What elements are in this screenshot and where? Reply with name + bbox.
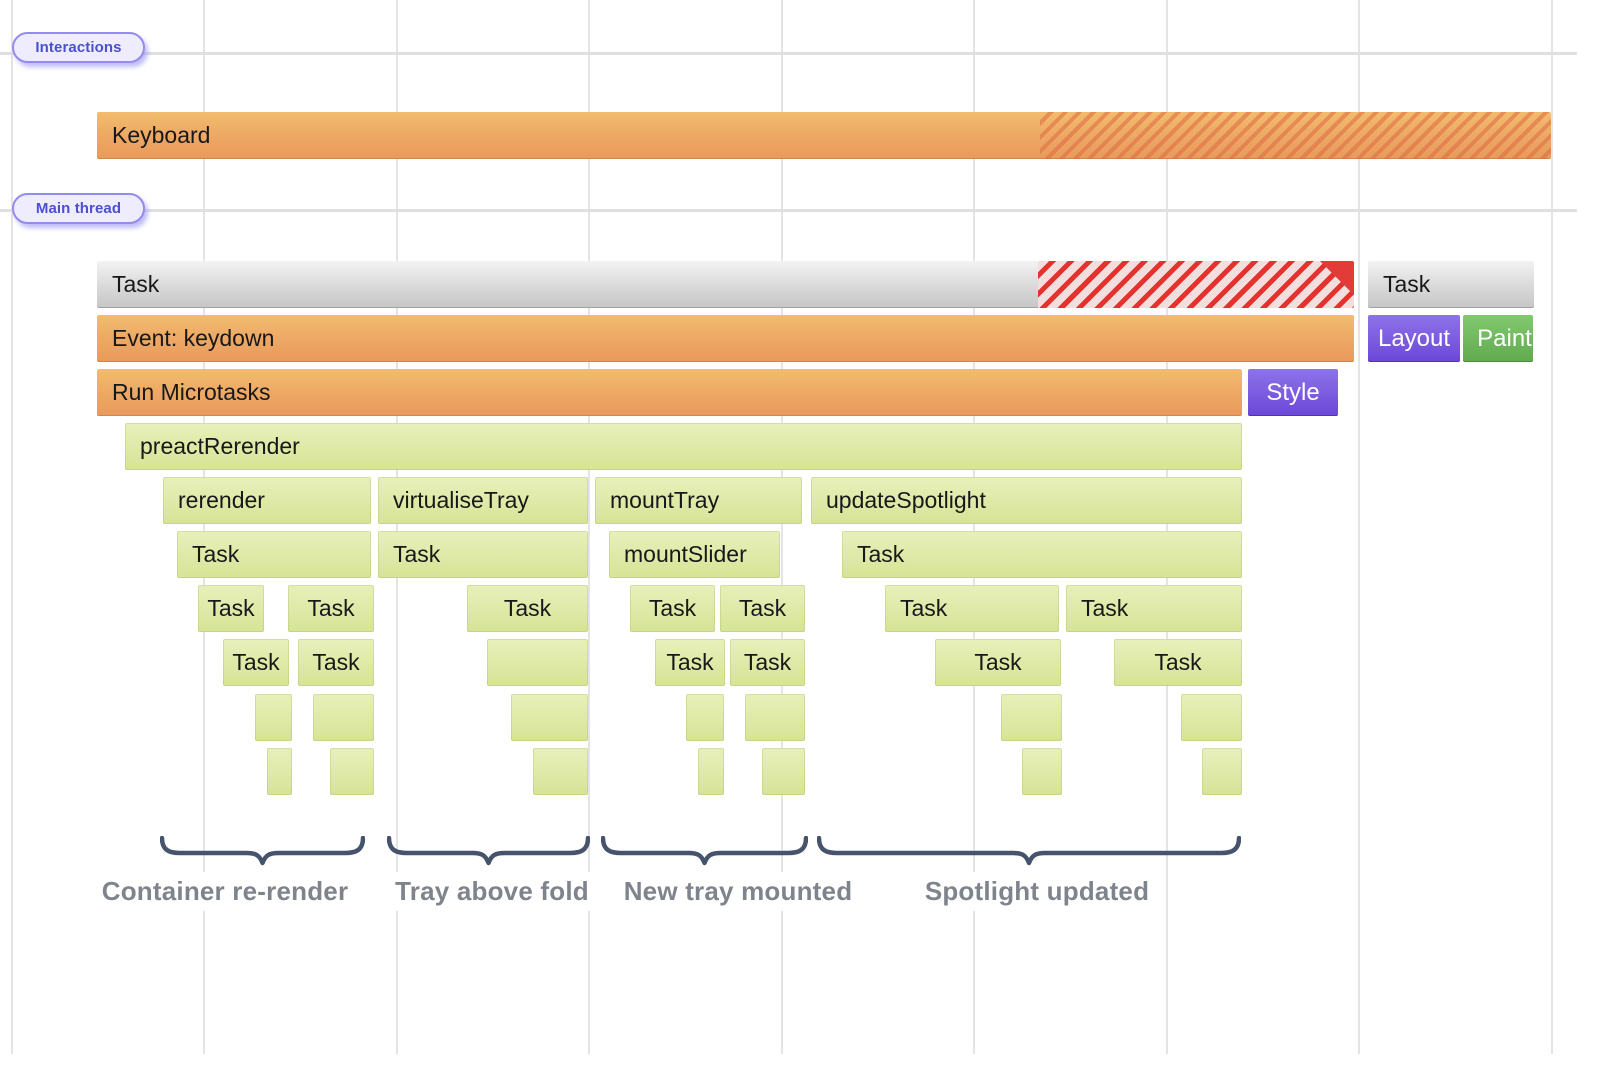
bar-label: Task: [1383, 271, 1431, 297]
bar-label: updateSpotlight: [826, 487, 986, 513]
flame-bar-unlabeled[interactable]: [267, 748, 292, 795]
flame-bar-task[interactable]: Task: [1066, 585, 1242, 632]
bar-label: virtualiseTray: [393, 487, 529, 513]
bar-label: Task: [312, 649, 360, 675]
gridline-vertical: [1166, 0, 1168, 1054]
gridline-horizontal: [0, 209, 1577, 212]
flame-bar-task[interactable]: Task: [177, 531, 371, 578]
flame-bar-unlabeled[interactable]: [255, 694, 292, 741]
flame-bar-task[interactable]: Task: [935, 639, 1061, 686]
flame-bar-task[interactable]: Task: [198, 585, 264, 632]
bar-label: rerender: [178, 487, 265, 513]
flame-bar-unlabeled[interactable]: [686, 694, 724, 741]
bar-label: Task: [738, 595, 787, 621]
flame-bar-task[interactable]: Task: [630, 585, 715, 632]
gridline-vertical: [588, 0, 590, 1054]
annotation-label: Tray above fold: [385, 872, 599, 911]
flame-bar-task[interactable]: Task: [467, 585, 588, 632]
flame-bar-unlabeled[interactable]: [511, 694, 588, 741]
bar-label: Event: keydown: [112, 325, 275, 351]
bar-label: Task: [393, 541, 441, 567]
flame-bar-unlabeled[interactable]: [698, 748, 724, 795]
bar-label: Task: [307, 595, 355, 621]
flame-bar-run-microtasks[interactable]: Run Microtasks: [97, 369, 1242, 416]
flame-bar-task[interactable]: Task: [730, 639, 805, 686]
flame-bar-task[interactable]: Task: [298, 639, 374, 686]
gridline-vertical: [1551, 0, 1553, 1054]
gridline-vertical: [11, 0, 13, 1054]
bar-label: Task: [1154, 649, 1202, 675]
flame-bar-task[interactable]: Task: [378, 531, 588, 578]
flame-bar-event-keydown[interactable]: Event: keydown: [97, 315, 1354, 362]
flame-bar-task[interactable]: Task: [288, 585, 374, 632]
flame-bar-unlabeled[interactable]: [487, 639, 588, 686]
gridline-vertical: [973, 0, 975, 1054]
flame-bar-task[interactable]: Task: [842, 531, 1242, 578]
track-label-interactions[interactable]: Interactions: [12, 32, 145, 63]
bar-label: Task: [192, 541, 240, 567]
flame-bar-unlabeled[interactable]: [533, 748, 588, 795]
bar-label: Task: [207, 595, 255, 621]
flame-bar-task[interactable]: Task: [1114, 639, 1242, 686]
flame-bar-task[interactable]: Task: [1368, 261, 1534, 308]
flame-bar-virtualisetray[interactable]: virtualiseTray: [378, 477, 588, 524]
bar-label: Task: [974, 649, 1022, 675]
flame-bar-style[interactable]: Style: [1248, 369, 1338, 416]
gridline-vertical: [203, 0, 205, 1054]
overrun-hatch-overlay: [1038, 261, 1354, 308]
flame-bar-task[interactable]: Task: [223, 639, 289, 686]
flame-bar-task[interactable]: Task: [720, 585, 805, 632]
annotation-brace: [601, 836, 808, 866]
bar-label: Run Microtasks: [112, 379, 271, 405]
flame-bar-task[interactable]: Task: [655, 639, 725, 686]
pending-hatch-overlay: [1040, 112, 1551, 159]
gridline-horizontal: [0, 52, 1577, 55]
bar-label: Task: [232, 649, 280, 675]
bar-label: Layout: [1377, 324, 1451, 352]
flame-bar-unlabeled[interactable]: [1181, 694, 1242, 741]
bar-label: Keyboard: [112, 122, 211, 148]
bar-label: Task: [1081, 595, 1129, 621]
flame-bar-unlabeled[interactable]: [313, 694, 374, 741]
annotation-label: Spotlight updated: [914, 872, 1160, 911]
bar-label: Task: [743, 649, 792, 675]
bar-label: Task: [648, 595, 697, 621]
flame-bar-mounttray[interactable]: mountTray: [595, 477, 802, 524]
flame-bar-unlabeled[interactable]: [330, 748, 374, 795]
bar-label: mountTray: [610, 487, 720, 513]
bar-label: preactRerender: [140, 433, 300, 459]
annotation-brace: [160, 836, 365, 866]
flame-bar-mountslider[interactable]: mountSlider: [609, 531, 780, 578]
flame-bar-unlabeled[interactable]: [745, 694, 805, 741]
flame-bar-unlabeled[interactable]: [1001, 694, 1062, 741]
flame-bar-unlabeled[interactable]: [1022, 748, 1062, 795]
bar-label: Task: [666, 649, 714, 675]
gridline-vertical: [781, 0, 783, 1054]
gridline-vertical: [396, 0, 398, 1054]
annotation-label: Container re-render: [91, 872, 359, 911]
annotation-label: New tray mounted: [613, 872, 863, 911]
bar-label: Task: [112, 271, 160, 297]
bar-label: mountSlider: [624, 541, 747, 567]
interaction-bar-keyboard[interactable]: Keyboard: [97, 112, 1551, 159]
bar-label: Style: [1266, 378, 1320, 406]
bar-label: Task: [900, 595, 948, 621]
gridline-vertical: [1358, 0, 1360, 1054]
flame-bar-updatespotlight[interactable]: updateSpotlight: [811, 477, 1242, 524]
bar-label: Paint: [1477, 324, 1532, 352]
track-label-main-thread[interactable]: Main thread: [12, 193, 145, 224]
flame-bar-unlabeled[interactable]: [762, 748, 805, 795]
flame-bar-preactrerender[interactable]: preactRerender: [125, 423, 1242, 470]
bar-label: Task: [857, 541, 905, 567]
flame-bar-rerender[interactable]: rerender: [163, 477, 371, 524]
annotation-brace: [387, 836, 590, 866]
flame-bar-task[interactable]: Task: [885, 585, 1059, 632]
annotation-brace: [817, 836, 1241, 866]
flame-bar-task[interactable]: Task: [97, 261, 1354, 308]
flame-bar-paint[interactable]: Paint: [1463, 315, 1533, 362]
flame-bar-layout[interactable]: Layout: [1368, 315, 1460, 362]
bar-label: Task: [503, 595, 552, 621]
flame-bar-unlabeled[interactable]: [1202, 748, 1242, 795]
